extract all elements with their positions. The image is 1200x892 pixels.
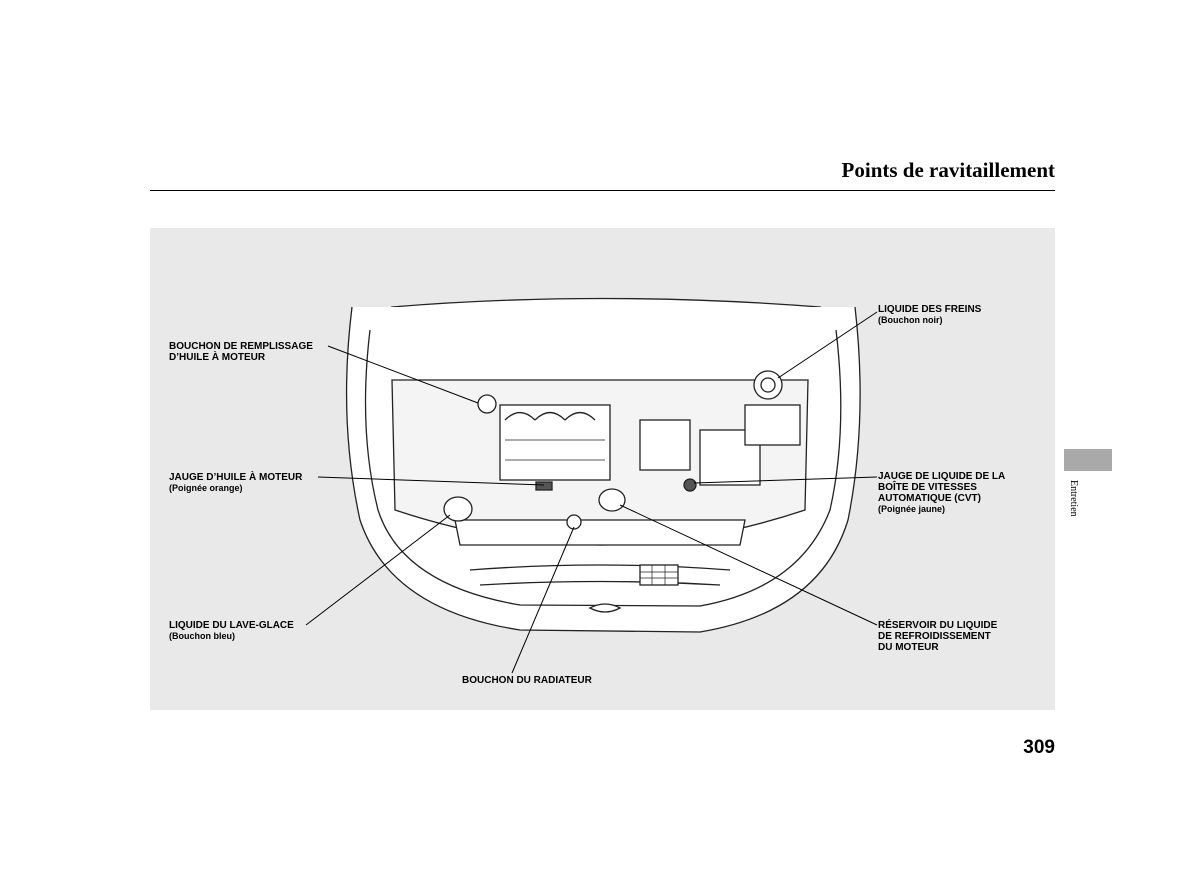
label-oil-dipstick: JAUGE D’HUILE À MOTEUR (Poignée orange) <box>169 472 303 493</box>
emblem <box>588 603 622 613</box>
label-coolant: RÉSERVOIR DU LIQUIDE DE REFROIDISSEMENT … <box>878 620 998 653</box>
label-oil-cap: BOUCHON DE REMPLISSAGE D’HUILE À MOTEUR <box>169 341 313 363</box>
oil-cap-icon <box>477 394 497 414</box>
brake-reservoir-icon <box>753 370 783 400</box>
washer-cap-icon <box>443 496 473 522</box>
label-brake-fluid: LIQUIDE DES FREINS (Bouchon noir) <box>878 304 982 325</box>
callout-lines <box>305 311 878 674</box>
coolant-reservoir-icon <box>598 488 626 512</box>
label-radiator-cap: BOUCHON DU RADIATEUR <box>462 675 592 686</box>
label-washer: LIQUIDE DU LAVE-GLACE (Bouchon bleu) <box>169 620 294 641</box>
label-cvt-dipstick: JAUGE DE LIQUIDE DE LA BOÎTE DE VITESSES… <box>878 471 1006 514</box>
section-tab <box>1064 449 1112 471</box>
page-number: 309 <box>1023 737 1055 758</box>
radiator-support <box>454 519 746 546</box>
title-rule <box>150 190 1055 191</box>
section-label: Entretien <box>1068 480 1079 517</box>
radiator-cap-icon <box>566 514 582 530</box>
page-title: Points de ravitaillement <box>841 158 1055 182</box>
oil-dipstick-icon <box>535 481 553 491</box>
engine-block <box>499 404 611 481</box>
cvt-dipstick-icon <box>683 478 697 492</box>
